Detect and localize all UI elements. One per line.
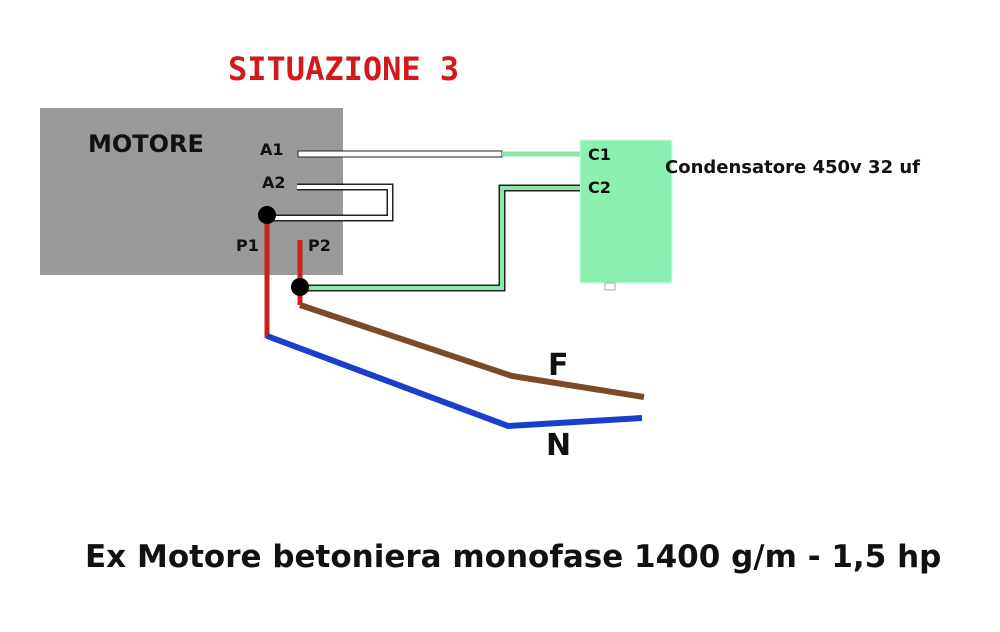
- terminal-a2: A2: [262, 173, 286, 192]
- terminal-c1: C1: [588, 145, 611, 164]
- diagram-title: SITUAZIONE 3: [228, 50, 459, 88]
- wire-a2-loop: [268, 185, 392, 220]
- capacitor-pin: [604, 282, 616, 291]
- terminal-a1: A1: [260, 140, 284, 159]
- terminal-c2: C2: [588, 178, 611, 197]
- wire-c2-p2: [300, 186, 580, 290]
- wire-neutral: [265, 333, 643, 430]
- capacitor-body: [579, 139, 673, 284]
- junction-p1: [258, 206, 276, 224]
- caption: Ex Motore betoniera monofase 1400 g/m - …: [85, 539, 941, 575]
- wire-phase: [299, 302, 645, 400]
- motor-box: [40, 108, 343, 275]
- junction-p2: [291, 278, 309, 296]
- label-n: N: [546, 428, 571, 463]
- capacitor-label: Condensatore 450v 32 uf: [665, 157, 920, 178]
- label-f: F: [548, 348, 569, 383]
- terminal-p1: P1: [236, 236, 259, 255]
- terminal-p2: P2: [308, 236, 331, 255]
- wire-a1: [297, 150, 503, 158]
- motor-label: MOTORE: [88, 130, 204, 158]
